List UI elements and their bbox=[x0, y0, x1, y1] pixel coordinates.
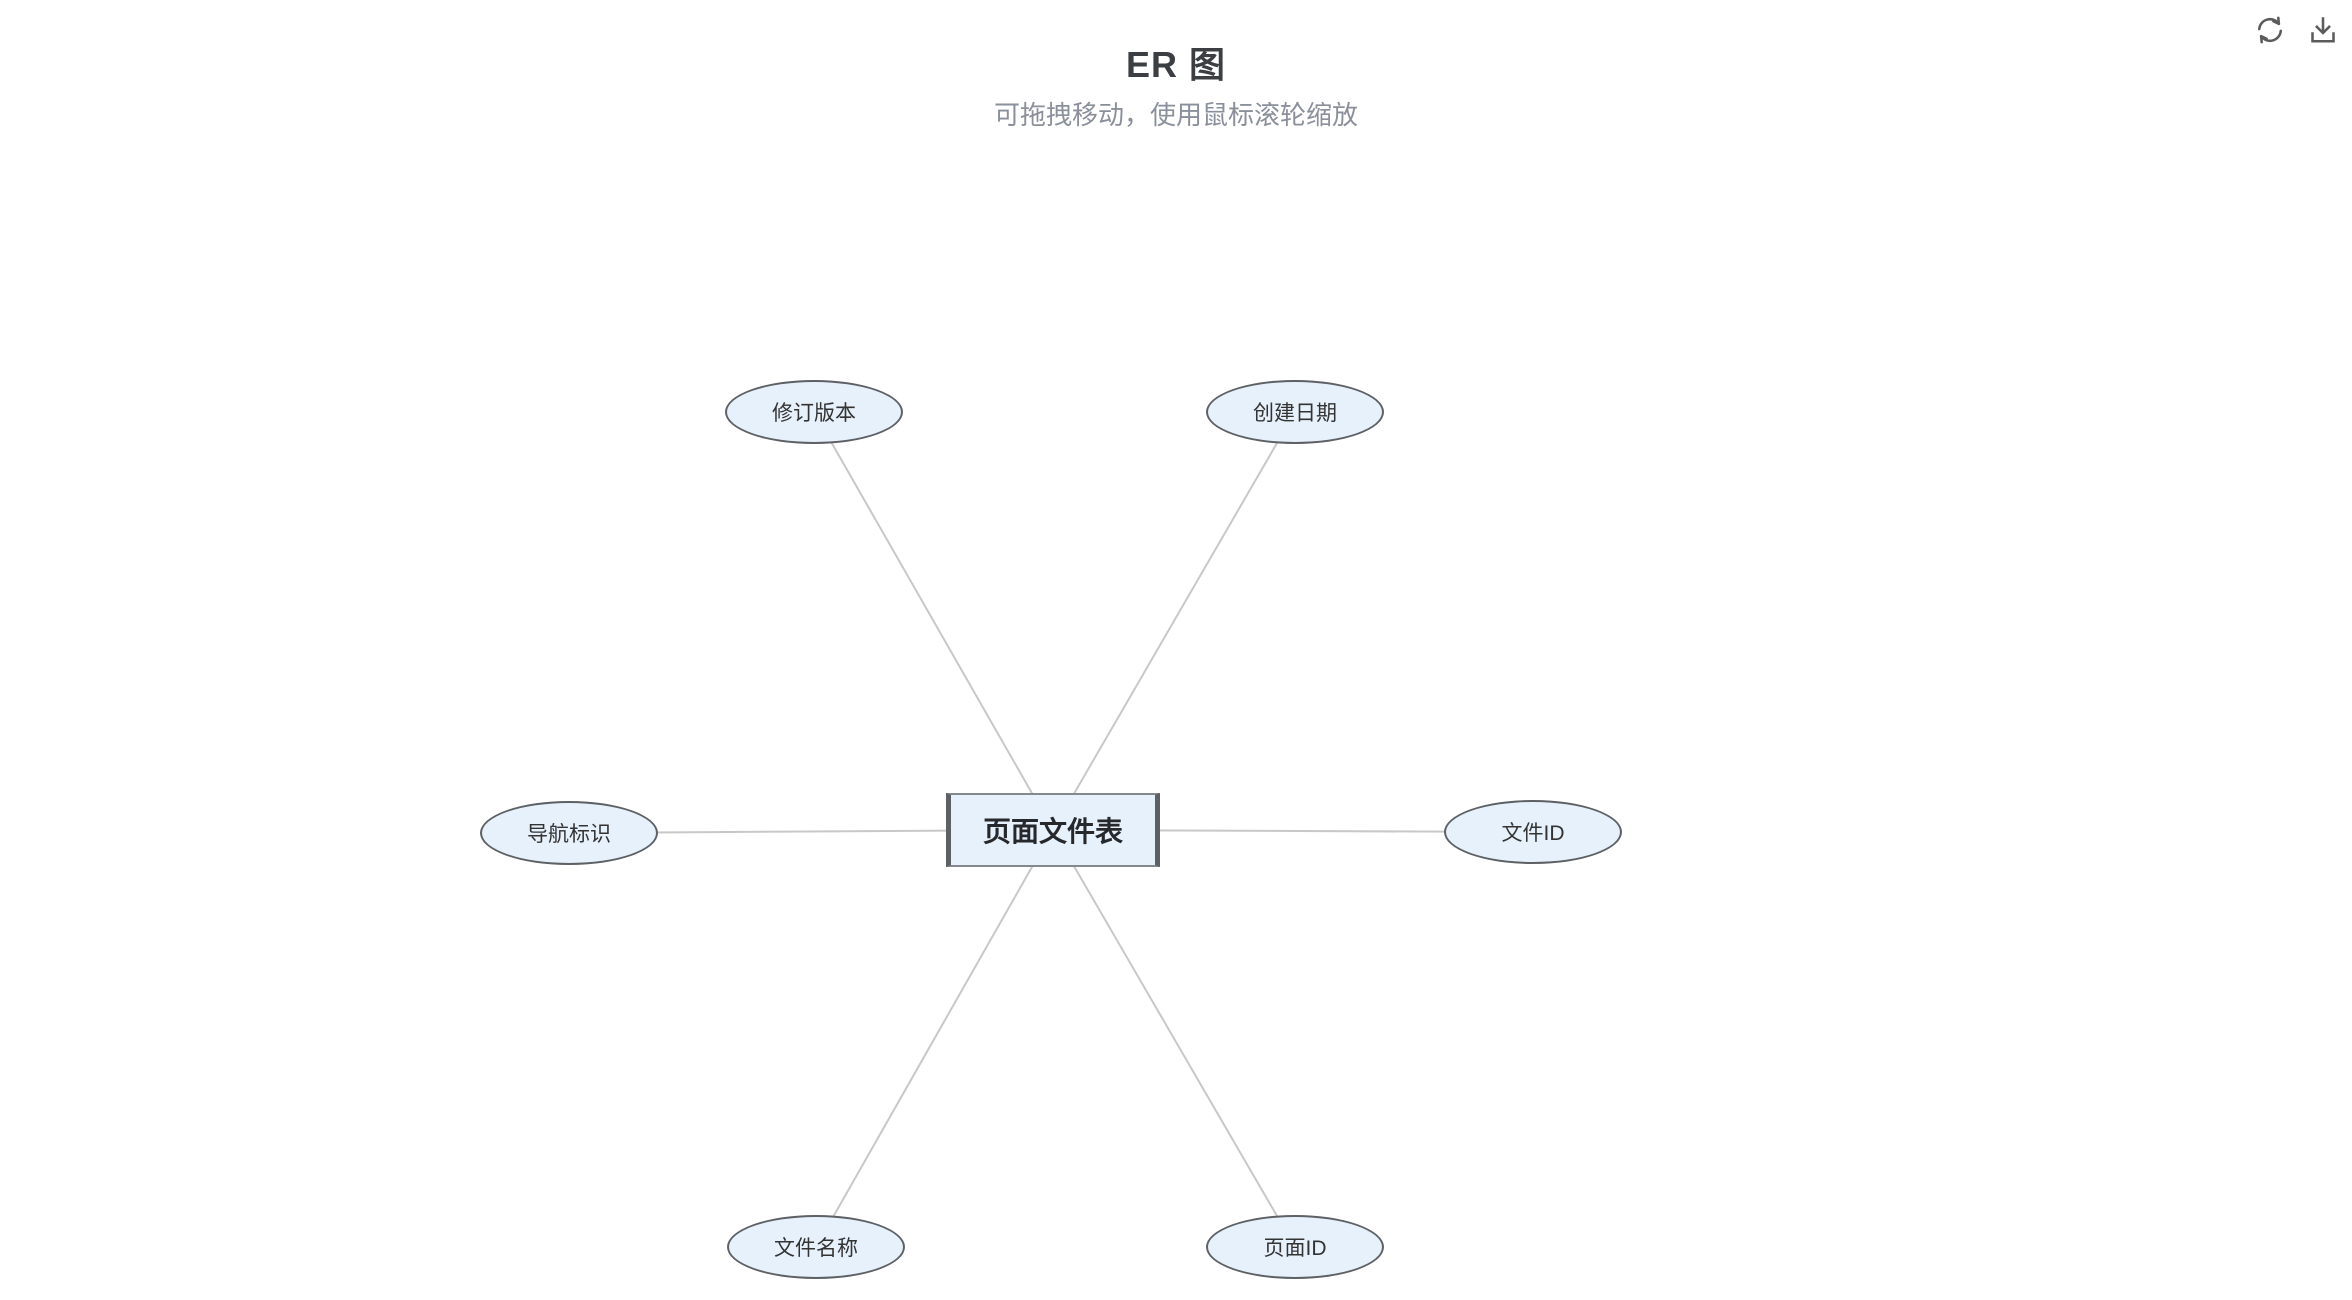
refresh-icon bbox=[2257, 16, 2283, 44]
page-subtitle: 可拖拽移动，使用鼠标滚轮缩放 bbox=[993, 100, 1358, 130]
attribute-node-page-id[interactable]: 页面ID bbox=[1206, 1215, 1384, 1279]
edge-line bbox=[813, 411, 1054, 831]
refresh-button[interactable] bbox=[2251, 11, 2289, 49]
edge-line bbox=[815, 829, 1054, 1248]
attribute-label: 导航标识 bbox=[527, 823, 611, 846]
attribute-label: 修订版本 bbox=[772, 402, 856, 425]
toolbar bbox=[2251, 11, 2342, 49]
attribute-node-file-name[interactable]: 文件名称 bbox=[727, 1215, 905, 1279]
attribute-node-file-id[interactable]: 文件ID bbox=[1444, 800, 1622, 864]
page-title: ER 图 bbox=[1125, 44, 1226, 85]
attribute-label: 文件ID bbox=[1501, 822, 1565, 845]
attribute-label: 创建日期 bbox=[1253, 402, 1337, 425]
attribute-node-nav-id[interactable]: 导航标识 bbox=[480, 801, 658, 865]
edge-line bbox=[1052, 829, 1296, 1248]
attribute-node-revision[interactable]: 修订版本 bbox=[725, 380, 903, 444]
download-icon bbox=[2311, 17, 2335, 43]
download-button[interactable] bbox=[2304, 11, 2342, 49]
attribute-node-create-date[interactable]: 创建日期 bbox=[1206, 380, 1384, 444]
entity-label: 页面文件表 bbox=[982, 816, 1123, 847]
attribute-label: 页面ID bbox=[1263, 1237, 1327, 1260]
attribute-label: 文件名称 bbox=[774, 1237, 858, 1260]
edge-line bbox=[1052, 411, 1296, 831]
entity-node-page-file-table[interactable]: 页面文件表 bbox=[946, 793, 1160, 867]
